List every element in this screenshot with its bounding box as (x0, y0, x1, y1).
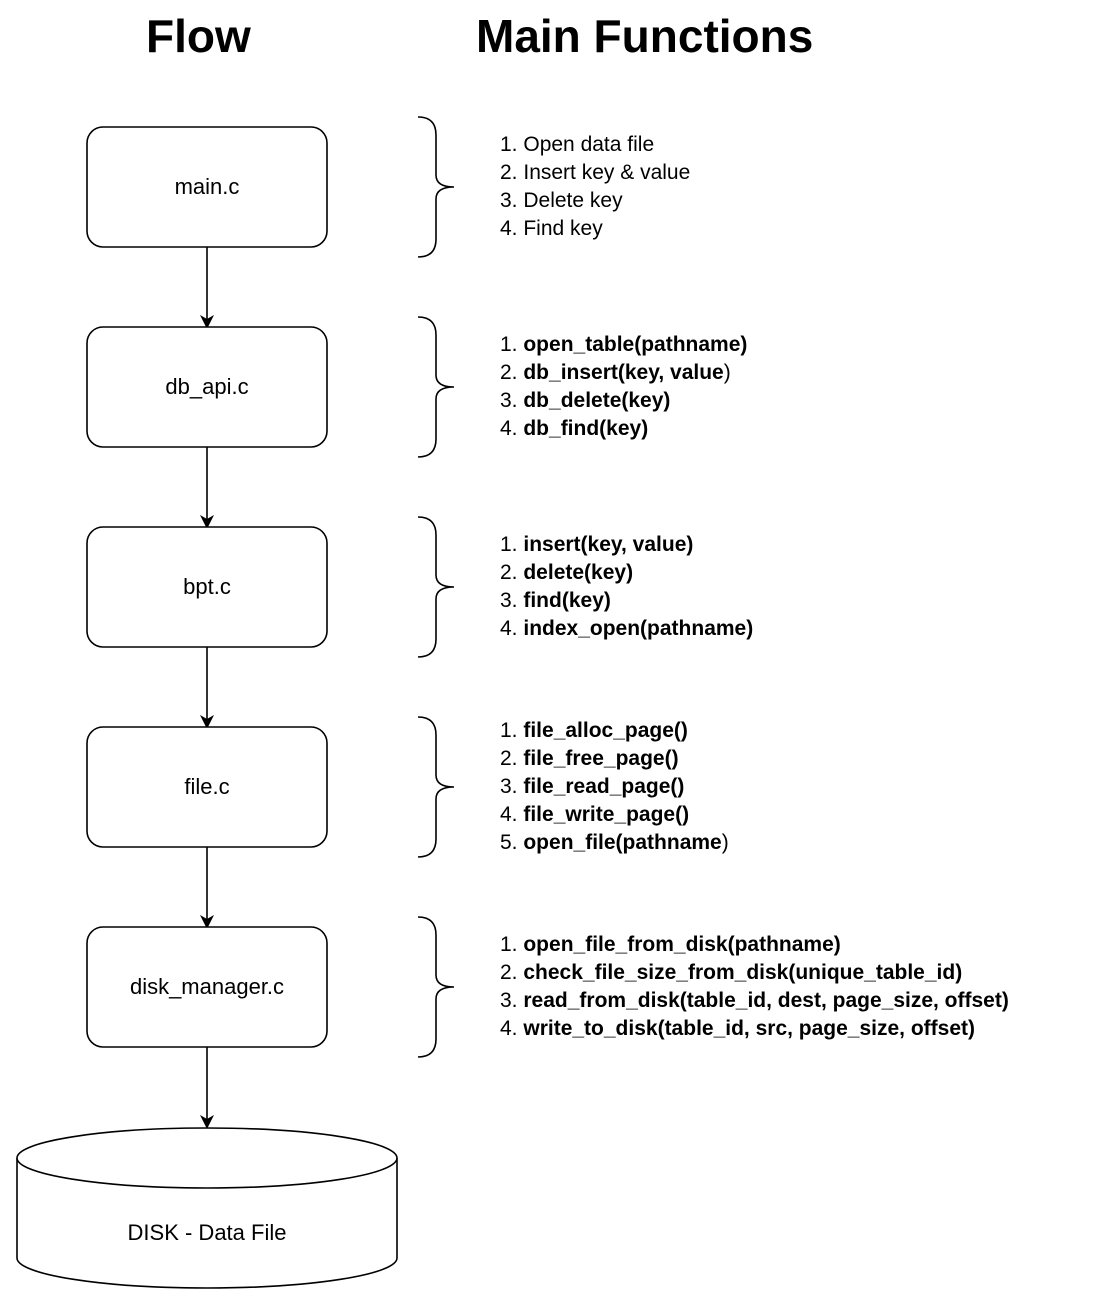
function-name: Insert key & value (523, 161, 691, 184)
function-number: 2. (500, 961, 524, 984)
function-name: open_file(pathname (523, 831, 722, 854)
function-item: 4. write_to_disk(table_id, src, page_siz… (500, 1015, 1009, 1043)
node-label-file-c: file.c (184, 774, 230, 799)
function-name: db_delete(key) (523, 389, 671, 412)
function-name: file_read_page() (523, 775, 685, 798)
function-number: 2. (500, 747, 524, 770)
function-number: 1. (500, 933, 524, 956)
function-name: db_find(key) (523, 417, 649, 440)
function-item: 2. Insert key & value (500, 159, 690, 187)
function-name: insert(key, value) (523, 533, 694, 556)
function-item: 3. read_from_disk(table_id, dest, page_s… (500, 987, 1009, 1015)
node-label-main-c: main.c (174, 174, 240, 199)
function-item: 2. file_free_page() (500, 745, 729, 773)
function-number: 3. (500, 389, 524, 412)
function-item: 2. delete(key) (500, 559, 753, 587)
function-name: file_write_page() (523, 803, 690, 826)
disk-cylinder-body (16, 1158, 398, 1289)
function-number: 1. (500, 133, 524, 156)
main-functions-heading: Main Functions (476, 10, 814, 62)
function-item: 3. db_delete(key) (500, 387, 747, 415)
function-item: 4. file_write_page() (500, 801, 729, 829)
function-number: 3. (500, 189, 524, 212)
brace-bpt-c (417, 516, 455, 658)
function-name: index_open(pathname) (523, 617, 754, 640)
function-item: 4. db_find(key) (500, 415, 747, 443)
function-item: 2. db_insert(key, value) (500, 359, 747, 387)
function-name: file_alloc_page() (523, 719, 688, 742)
function-name-tail: ) (721, 831, 729, 854)
brace-disk-manager-c (417, 916, 455, 1058)
function-list-bpt-c: 1. insert(key, value)2. delete(key)3. fi… (500, 531, 753, 643)
function-item: 2. check_file_size_from_disk(unique_tabl… (500, 959, 1009, 987)
function-number: 5. (500, 831, 524, 854)
function-list-db-api-c: 1. open_table(pathname)2. db_insert(key,… (500, 331, 747, 443)
function-item: 1. open_file_from_disk(pathname) (500, 931, 1009, 959)
function-number: 4. (500, 417, 524, 440)
function-number: 4. (500, 217, 524, 240)
function-name: check_file_size_from_disk(unique_table_i… (523, 961, 963, 984)
function-item: 1. Open data file (500, 131, 690, 159)
function-name: Delete key (523, 189, 623, 212)
function-name-tail: ) (723, 361, 731, 384)
brace-file-c (417, 716, 455, 858)
function-name: open_file_from_disk(pathname) (523, 933, 841, 956)
function-item: 3. find(key) (500, 587, 753, 615)
function-number: 2. (500, 561, 524, 584)
function-name: db_insert(key, value (523, 361, 724, 384)
flow-heading: Flow (146, 10, 251, 62)
function-name: Open data file (523, 133, 655, 156)
function-item: 5. open_file(pathname) (500, 829, 729, 857)
function-item: 1. open_table(pathname) (500, 331, 747, 359)
function-item: 1. file_alloc_page() (500, 717, 729, 745)
function-item: 4. Find key (500, 215, 690, 243)
function-name: read_from_disk(table_id, dest, page_size… (523, 989, 1009, 1012)
function-number: 1. (500, 333, 524, 356)
function-list-disk-manager-c: 1. open_file_from_disk(pathname)2. check… (500, 931, 1009, 1043)
function-number: 4. (500, 803, 524, 826)
function-item: 3. file_read_page() (500, 773, 729, 801)
brace-db-api-c (417, 316, 455, 458)
function-list-file-c: 1. file_alloc_page()2. file_free_page()3… (500, 717, 729, 857)
function-item: 4. index_open(pathname) (500, 615, 753, 643)
function-number: 4. (500, 617, 524, 640)
function-number: 1. (500, 533, 524, 556)
function-name: find(key) (523, 589, 611, 612)
function-number: 4. (500, 1017, 524, 1040)
brace-main-c (417, 116, 455, 258)
node-label-bpt-c: bpt.c (183, 574, 231, 599)
function-number: 3. (500, 589, 524, 612)
function-name: Find key (523, 217, 603, 240)
disk-cylinder-top (16, 1127, 398, 1189)
function-number: 3. (500, 775, 524, 798)
node-label-db-api-c: db_api.c (165, 374, 249, 399)
function-number: 1. (500, 719, 524, 742)
disk-data-file-label: DISK - Data File (127, 1220, 287, 1245)
function-name: open_table(pathname) (523, 333, 748, 356)
function-item: 3. Delete key (500, 187, 690, 215)
function-name: file_free_page() (523, 747, 679, 770)
function-number: 3. (500, 989, 524, 1012)
function-name: delete(key) (523, 561, 634, 584)
function-number: 2. (500, 161, 524, 184)
node-label-disk-manager-c: disk_manager.c (129, 974, 285, 999)
function-name: write_to_disk(table_id, src, page_size, … (523, 1017, 976, 1040)
function-number: 2. (500, 361, 524, 384)
function-item: 1. insert(key, value) (500, 531, 753, 559)
